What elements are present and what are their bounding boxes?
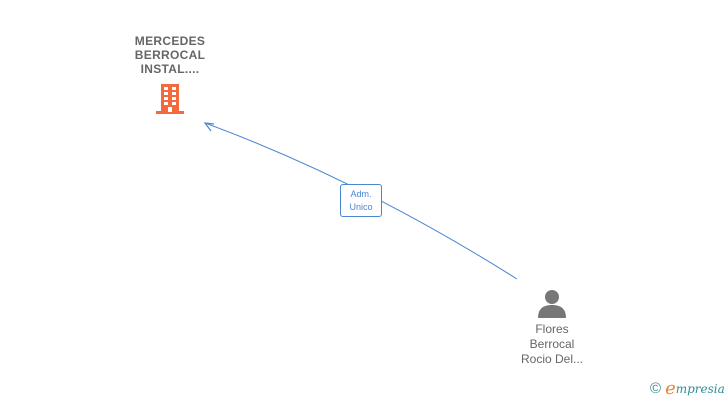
company-name-line-2: BERROCAL bbox=[134, 48, 206, 62]
person-name: Flores Berrocal Rocio Del... bbox=[500, 322, 604, 367]
relation-label-line-1: Adm. bbox=[350, 189, 372, 199]
person-node[interactable]: Flores Berrocal Rocio Del... bbox=[500, 288, 604, 367]
person-icon bbox=[538, 290, 566, 318]
person-name-line-3: Rocio Del... bbox=[520, 352, 584, 366]
brand-logo: © e mpresia bbox=[650, 379, 725, 399]
company-name: MERCEDES BERROCAL INSTAL.... bbox=[104, 34, 236, 76]
arrowhead-icon bbox=[203, 122, 215, 132]
company-node[interactable]: MERCEDES BERROCAL INSTAL.... bbox=[104, 34, 236, 116]
company-name-line-1: MERCEDES bbox=[134, 34, 206, 48]
relation-label[interactable]: Adm. Unico bbox=[340, 184, 382, 217]
building-icon bbox=[156, 84, 184, 114]
brand-name: mpresia bbox=[675, 382, 725, 396]
relation-label-line-2: Unico bbox=[349, 202, 373, 212]
brand-initial: e bbox=[665, 378, 676, 399]
person-name-line-1: Flores bbox=[535, 322, 569, 336]
person-name-line-2: Berrocal bbox=[529, 337, 575, 351]
company-name-line-3: INSTAL.... bbox=[140, 62, 200, 76]
copyright-icon: © bbox=[650, 380, 662, 397]
